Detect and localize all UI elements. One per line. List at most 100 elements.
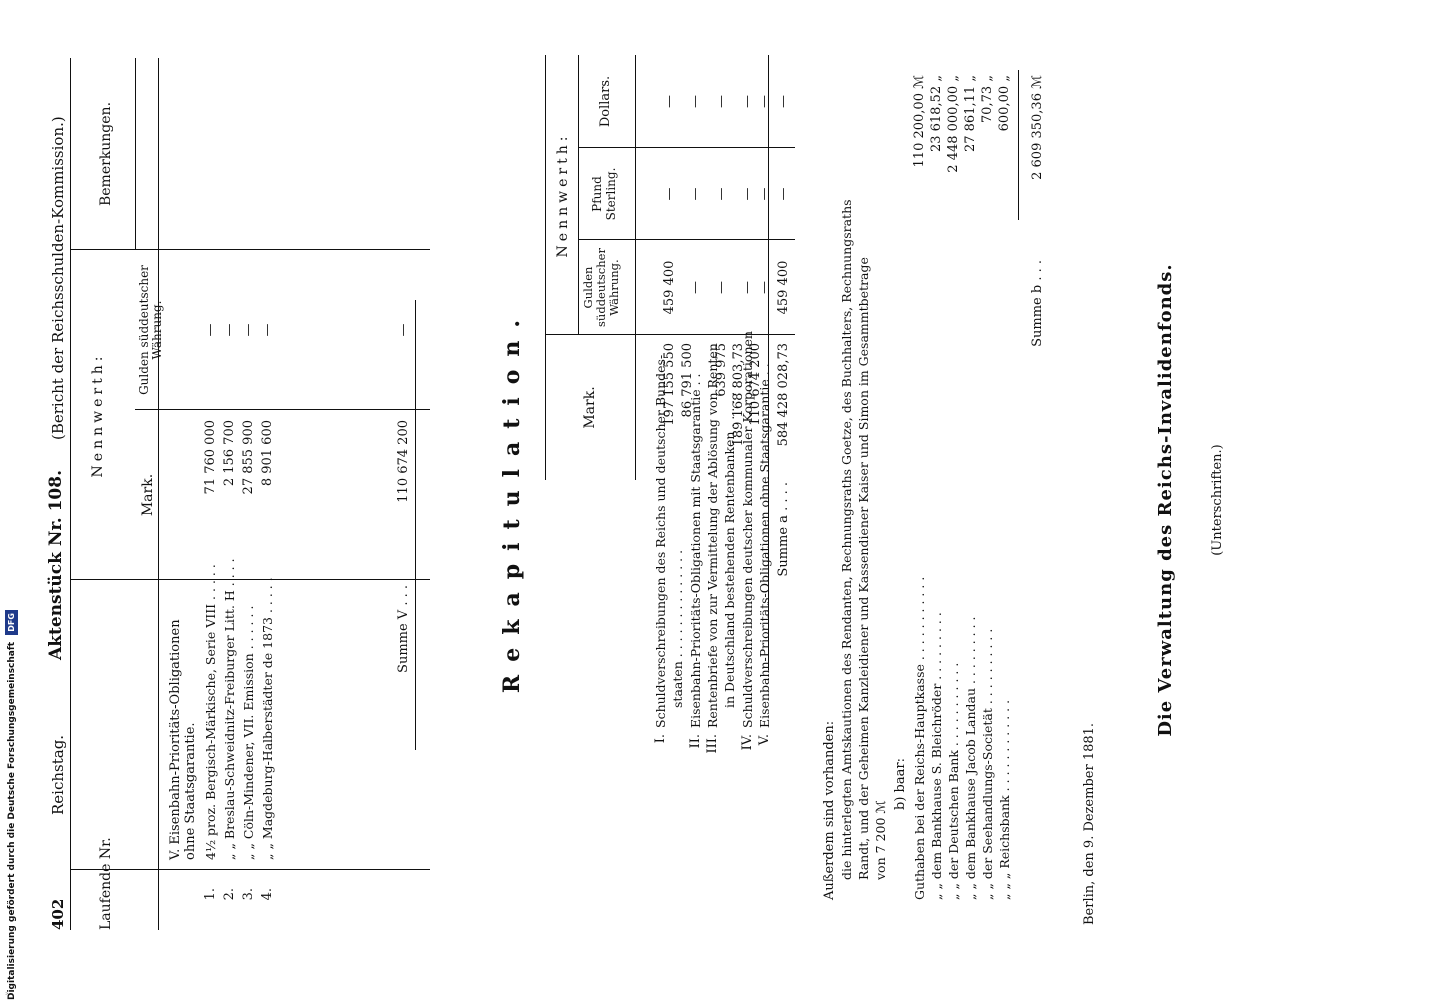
baar-title: b) baar: bbox=[893, 758, 908, 810]
column-header-laufende-nr: Laufende Nr. bbox=[98, 837, 114, 930]
row-nr: 4. bbox=[260, 888, 275, 901]
rule bbox=[635, 55, 636, 480]
rule bbox=[135, 58, 136, 250]
row-mark: 71 760 000 bbox=[203, 420, 218, 495]
cash-value: 27 861,11 „ bbox=[963, 75, 978, 153]
recap-mark: 110 674 200 bbox=[748, 343, 763, 426]
row-nr: 3. bbox=[241, 888, 256, 901]
column-header-gulden: Gulden süddeutscher Währung. bbox=[581, 248, 621, 327]
column-header-mark: Mark. bbox=[140, 473, 156, 517]
recap-dollars: — bbox=[688, 95, 703, 108]
recap-dollars: — bbox=[740, 95, 755, 108]
recap-mark: 197 155 550 bbox=[662, 343, 677, 426]
page-number: 402 bbox=[49, 898, 67, 930]
place-date: Berlin, den 9. Dezember 1881. bbox=[1082, 722, 1097, 925]
header-right: (Bericht der Reichsschulden-Kommission.) bbox=[49, 116, 67, 440]
section-title: V. Eisenbahn-Prioritäts-Obligationen ohn… bbox=[168, 619, 198, 860]
extra-line: Randt, und der Geheimen Kanzleidiener un… bbox=[856, 257, 871, 880]
row-nr: 2. bbox=[222, 888, 237, 901]
rule bbox=[70, 869, 430, 870]
rule bbox=[578, 55, 579, 335]
column-header-nennwerth: Nennwerth: bbox=[90, 352, 106, 478]
recap-dollars: — bbox=[757, 95, 772, 108]
recap-sum-dollars: — bbox=[776, 95, 791, 108]
recap-nr: III. bbox=[705, 734, 720, 754]
recap-mark: 86 791 500 bbox=[680, 343, 695, 418]
row-mark: 27 855 900 bbox=[241, 420, 256, 495]
recap-nr: V. bbox=[757, 734, 772, 746]
authority: Die Verwaltung des Reichs-Invalidenfonds… bbox=[1155, 263, 1176, 737]
recap-gulden: — bbox=[740, 281, 755, 294]
column-header-bemerkungen: Bemerkungen. bbox=[98, 101, 114, 207]
cash-row: „ „ „ Reichsbank . . . . . . . . . . . . bbox=[997, 699, 1012, 900]
extra-line: von 7 200 ℳ bbox=[873, 800, 888, 880]
recap-pfund: — bbox=[662, 187, 677, 201]
recap-sum-pfund: — bbox=[776, 187, 791, 201]
cash-row: Guthaben bei der Reichs-Hauptkasse . . .… bbox=[912, 576, 927, 900]
row-nr: 1. bbox=[203, 888, 218, 901]
recap-pfund: — bbox=[688, 187, 703, 201]
rule bbox=[70, 579, 430, 580]
recap-pfund: — bbox=[740, 187, 755, 201]
credit-text: Digitalisierung gefördert durch die Deut… bbox=[7, 641, 17, 1000]
row-gulden: — bbox=[203, 323, 218, 337]
recap-sum-mark: 584 428 028,73 bbox=[776, 343, 791, 447]
row-mark: 8 901 600 bbox=[260, 420, 275, 487]
cash-value: 110 200,00 ℳ bbox=[912, 75, 927, 168]
column-header-nennwerth: Nennwerth: bbox=[555, 132, 571, 258]
recap-dollars: — bbox=[662, 95, 677, 108]
cash-value: 2 448 000,00 „ bbox=[946, 75, 961, 173]
recap-nr: IV. bbox=[740, 734, 755, 751]
signatures: (Unterschriften.) bbox=[1210, 444, 1225, 556]
sum-rule bbox=[1018, 70, 1019, 220]
recap-mark: 189 168 803,73 bbox=[731, 343, 746, 447]
row-text: „ „ Breslau-Schweidnitz-Freiburger Litt.… bbox=[222, 558, 237, 860]
column-header-dollars: Dollars. bbox=[598, 75, 613, 128]
recap-title: Rekapitulation. bbox=[499, 306, 525, 694]
cash-value: 23 618,52 „ bbox=[929, 75, 944, 153]
recap-gulden: — bbox=[714, 281, 729, 294]
recap-nr: I. bbox=[653, 734, 668, 744]
extra-intro: Außerdem sind vorhanden: bbox=[822, 720, 837, 900]
row-gulden: — bbox=[222, 323, 237, 337]
row-gulden: — bbox=[260, 323, 275, 337]
row-text: 4½ proz. Bergisch-Märkische, Serie VIII … bbox=[203, 564, 218, 860]
dfg-logo-icon: DFG bbox=[5, 610, 18, 635]
cash-row: „ „ der Deutschen Bank . . . . . . . . .… bbox=[946, 662, 961, 900]
cash-row: „ „ dem Bankhause S. Bleichröder . . . .… bbox=[929, 612, 944, 900]
recap-text-cont: staaten . . . . . . . . . . . . . . bbox=[670, 549, 685, 708]
row-mark: 2 156 700 bbox=[222, 420, 237, 487]
recap-mark: 639 975 bbox=[714, 343, 729, 397]
header-title: Aktenstück Nr. 108. bbox=[46, 469, 66, 660]
rule bbox=[545, 55, 546, 480]
header-left: Reichstag. bbox=[49, 734, 67, 815]
column-header-gulden: Gulden süddeutscher Währung. bbox=[137, 265, 164, 395]
cash-row: „ „ der Seehandlungs-Societät . . . . . … bbox=[980, 628, 995, 900]
recap-pfund: — bbox=[757, 187, 772, 201]
row-text: „ „ Cöln-Mindener, VII. Emission . . . .… bbox=[241, 605, 256, 860]
recap-gulden: — bbox=[757, 281, 772, 294]
cash-value: 600,00 „ bbox=[997, 75, 1012, 132]
cash-row: „ „ dem Bankhause Jacob Landau . . . . .… bbox=[963, 616, 978, 900]
sum-label: Summe V . . . bbox=[396, 585, 411, 673]
sum-mark: 110 674 200 bbox=[396, 420, 411, 503]
rule bbox=[70, 58, 71, 930]
digitization-credit: Digitalisierung gefördert durch die Deut… bbox=[0, 607, 20, 1000]
row-text: „ „ Magdeburg-Halberstädter de 1873 . . … bbox=[260, 577, 275, 860]
recap-gulden: 459 400 bbox=[662, 260, 677, 315]
rule bbox=[158, 58, 159, 930]
rule bbox=[135, 409, 430, 410]
cash-value: 70,73 „ bbox=[980, 75, 995, 124]
column-header-mark: Mark. bbox=[582, 386, 598, 429]
sum-gulden: — bbox=[396, 323, 411, 337]
row-gulden: — bbox=[241, 323, 256, 337]
recap-sum-label: Summe a . . . . bbox=[776, 482, 791, 577]
recap-gulden: — bbox=[688, 281, 703, 294]
sum-b-value: 2 609 350,36 ℳ bbox=[1030, 75, 1045, 180]
recap-dollars: — bbox=[714, 95, 729, 108]
recap-sum-gulden: 459 400 bbox=[776, 260, 791, 315]
column-header-pfund: Pfund Sterling. bbox=[590, 167, 618, 221]
extra-line: die hinterlegten Amtskautionen des Renda… bbox=[839, 199, 854, 880]
rule bbox=[415, 300, 416, 750]
